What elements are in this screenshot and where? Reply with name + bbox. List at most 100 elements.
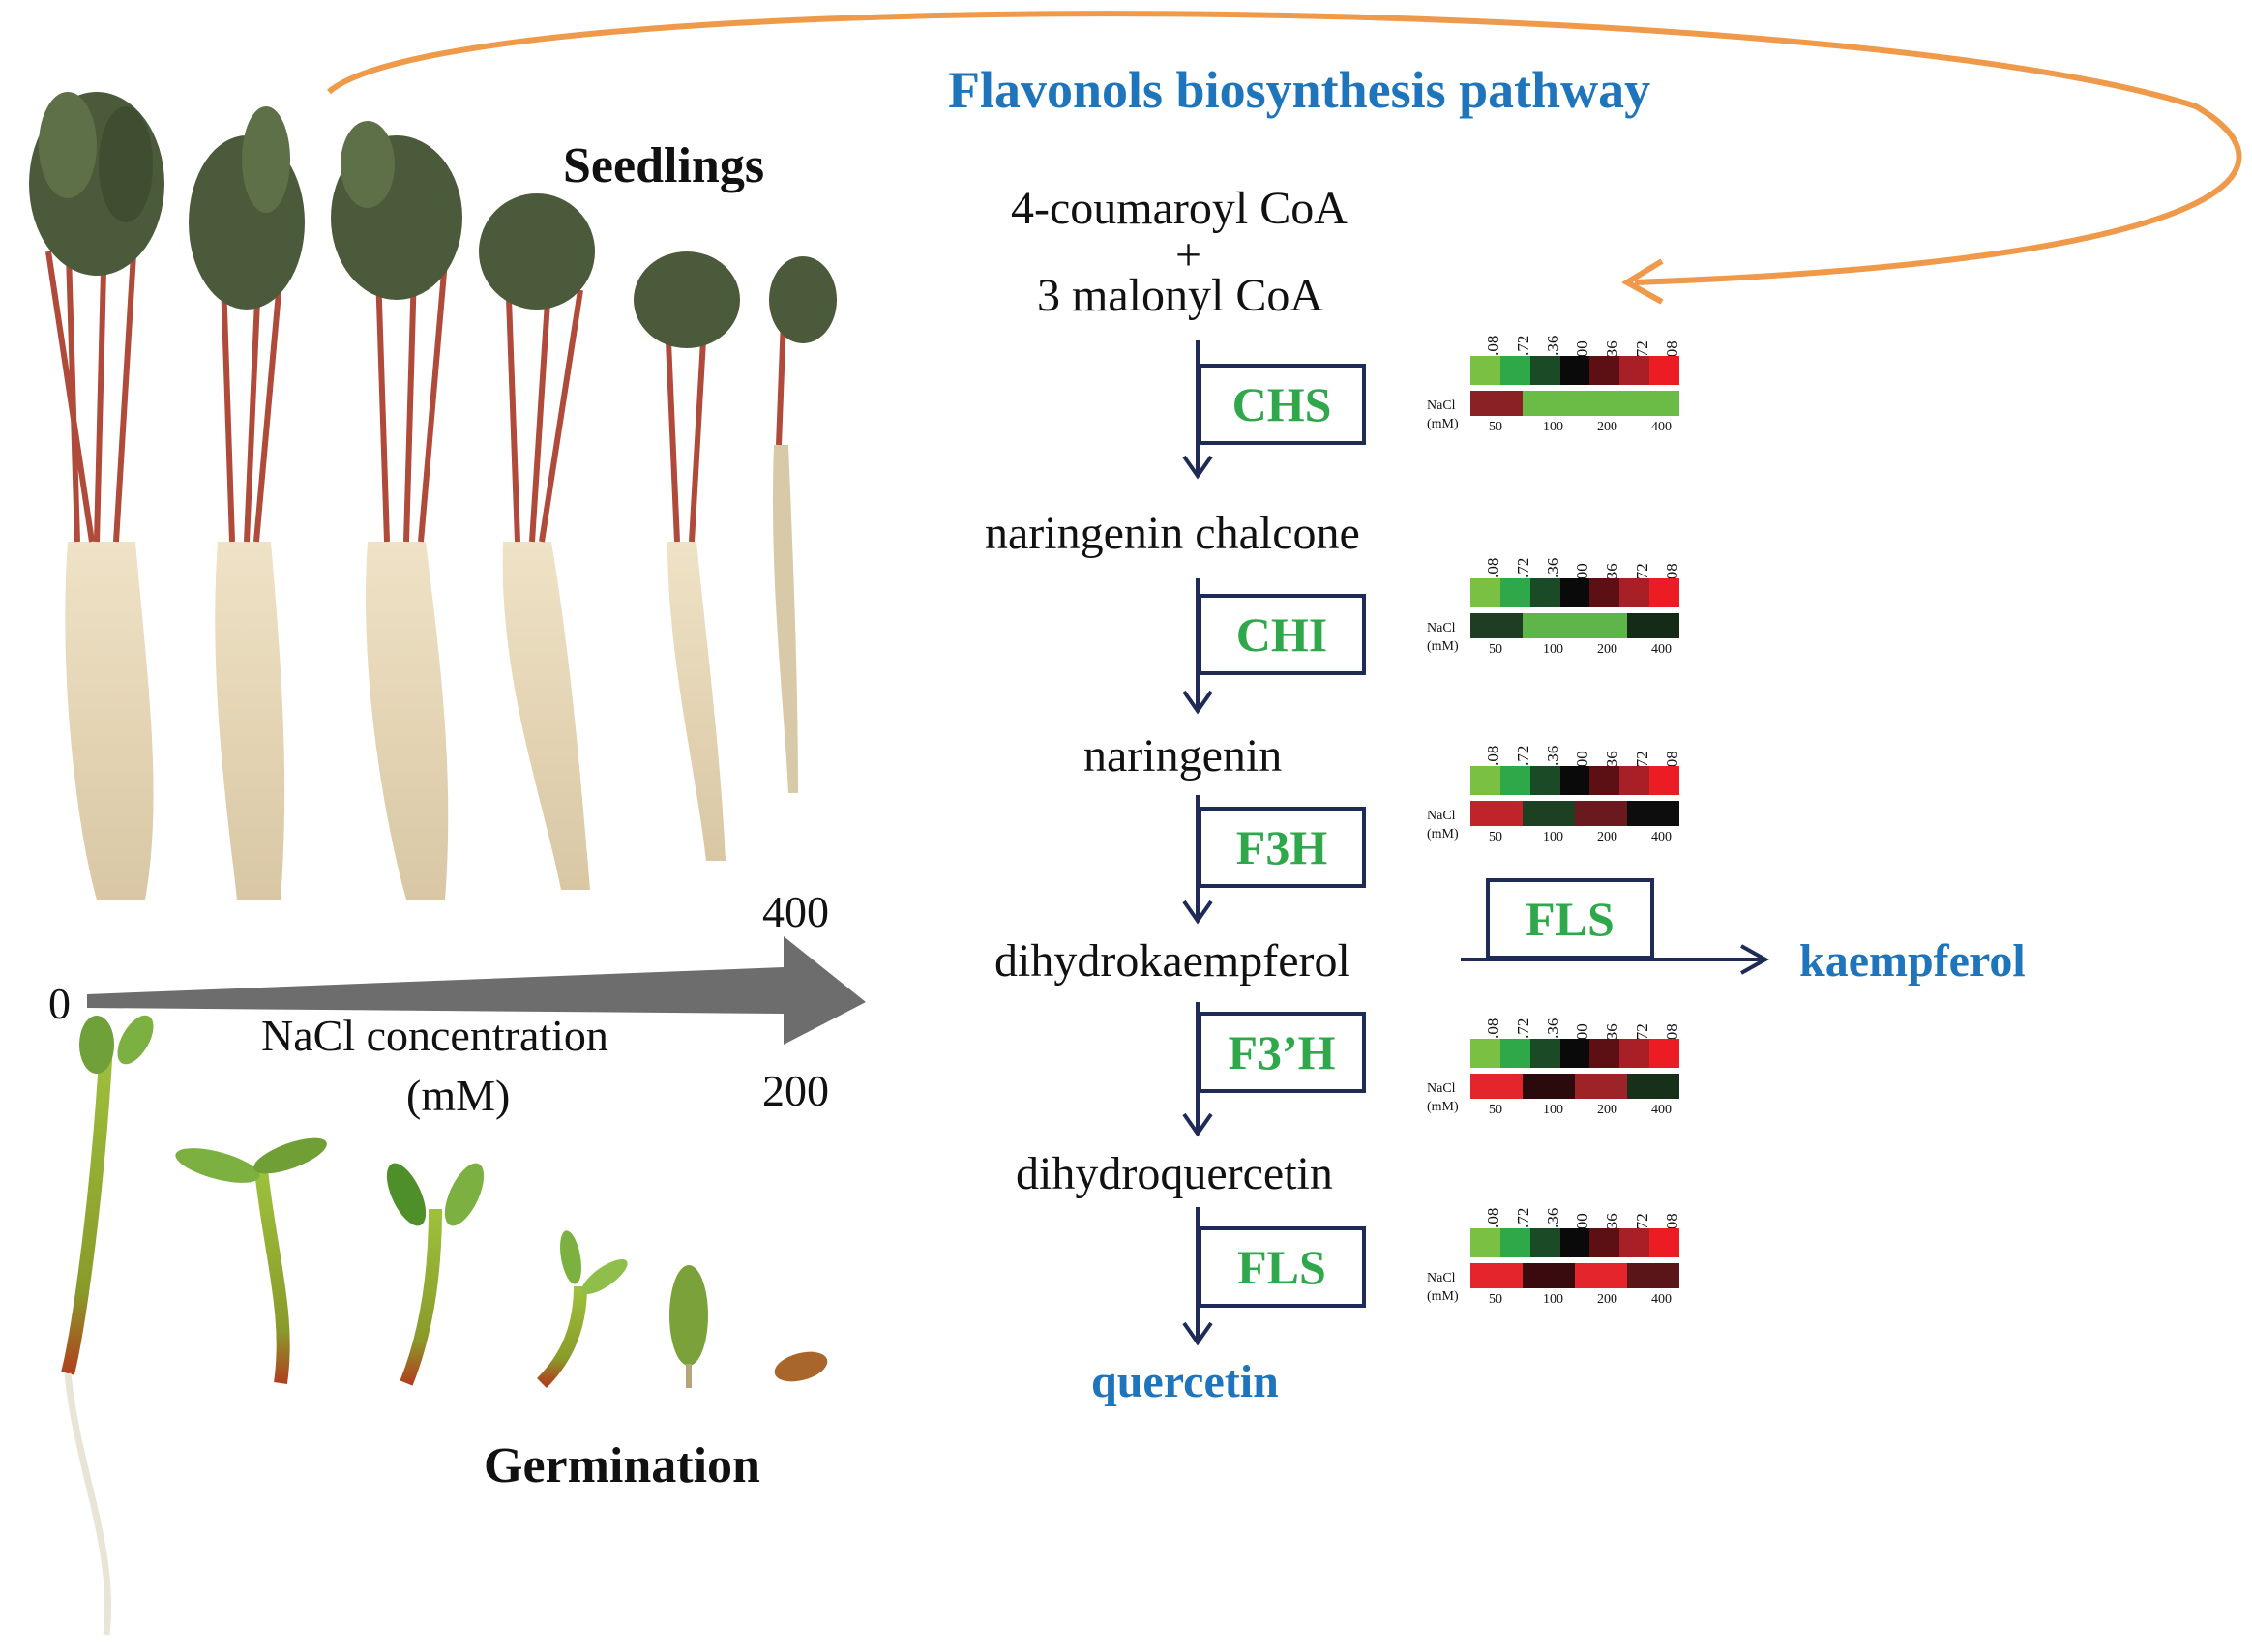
expression-cell xyxy=(1575,391,1627,416)
germinated-seedling-5 xyxy=(669,1265,708,1388)
color-scale-cell xyxy=(1499,766,1530,795)
germinated-seedling-2 xyxy=(175,1137,327,1384)
row-label: (mM) xyxy=(1427,1289,1459,1304)
expression-cell xyxy=(1470,391,1523,416)
color-scale-bar xyxy=(1470,1039,1680,1068)
color-scale-cell xyxy=(1649,1039,1680,1068)
row-label: NaCl xyxy=(1427,398,1456,413)
color-scale-cell xyxy=(1619,356,1650,385)
color-scale-cell xyxy=(1619,766,1650,795)
expression-cell xyxy=(1523,801,1575,826)
concentration-label: 100 xyxy=(1543,1292,1563,1307)
feedback-arrowhead xyxy=(1621,258,1664,305)
concentration-label: 100 xyxy=(1543,420,1563,434)
enzyme-box-f3h: F3H xyxy=(1198,807,1366,888)
expression-cell xyxy=(1627,801,1679,826)
substrate-line2: 3 malonyl CoA xyxy=(1037,270,1323,321)
concentration-label: 50 xyxy=(1489,830,1502,844)
arrow-fls-branch xyxy=(1461,944,1770,975)
concentration-label: 50 xyxy=(1489,642,1502,657)
concentration-label: 200 xyxy=(1597,1292,1617,1307)
ungerminated-seed xyxy=(774,1351,828,1382)
color-scale-bar xyxy=(1470,766,1680,795)
concentration-label: 200 xyxy=(1597,830,1617,844)
intermediate-dihydrokaempferol: dihydrokaempferol xyxy=(994,935,1350,987)
axis-end-top-label: 400 xyxy=(762,887,829,936)
axis-start-label: 0 xyxy=(48,979,71,1028)
concentration-label: 50 xyxy=(1489,1292,1502,1307)
color-scale-cell xyxy=(1470,1039,1500,1068)
color-scale-cell xyxy=(1559,766,1590,795)
heatmap-f3h: -1.08-0.72-0.360.000.360.721.08NaCl(mM)5… xyxy=(1427,722,1707,867)
enzyme-box-chs: CHS xyxy=(1198,364,1366,445)
color-scale-cell xyxy=(1529,1228,1560,1257)
color-scale-cell xyxy=(1589,1039,1620,1068)
seedling-1 xyxy=(29,92,164,900)
color-scale-cell xyxy=(1559,578,1590,607)
expression-row xyxy=(1470,613,1679,638)
intermediate-dihydroquercetin: dihydroquercetin xyxy=(1016,1148,1333,1199)
color-scale-cell xyxy=(1529,356,1560,385)
color-scale-cell xyxy=(1470,766,1500,795)
concentration-label: 200 xyxy=(1597,642,1617,657)
seedling-5 xyxy=(634,251,740,861)
seedling-6 xyxy=(769,256,837,793)
axis-end-bottom-label: 200 xyxy=(762,1066,829,1115)
color-scale-cell xyxy=(1529,1039,1560,1068)
concentration-label: 100 xyxy=(1543,1103,1563,1117)
heatmap-chi: -1.08-0.72-0.360.000.360.721.08NaCl(mM)5… xyxy=(1427,534,1707,679)
color-scale-cell xyxy=(1529,578,1560,607)
expression-row xyxy=(1470,391,1679,416)
expression-cell xyxy=(1575,1263,1627,1288)
axis-label-line1: NaCl concentration xyxy=(261,1011,608,1060)
expression-cell xyxy=(1523,613,1575,638)
enzyme-box-fls-branch: FLS xyxy=(1486,878,1654,959)
color-scale-cell xyxy=(1499,1039,1530,1068)
seedling-4 xyxy=(479,193,595,890)
seedling-3 xyxy=(331,121,462,900)
color-scale-cell xyxy=(1619,578,1650,607)
concentration-label: 200 xyxy=(1597,420,1617,434)
color-scale-cell xyxy=(1589,356,1620,385)
concentration-label: 400 xyxy=(1651,642,1672,657)
enzyme-box-chi: CHI xyxy=(1198,594,1366,675)
concentration-label: 50 xyxy=(1489,1103,1502,1117)
expression-cell xyxy=(1627,1263,1679,1288)
expression-cell xyxy=(1470,1263,1523,1288)
concentration-label: 200 xyxy=(1597,1103,1617,1117)
figure-title: Flavonols biosynthesis pathway xyxy=(948,61,1651,119)
expression-cell xyxy=(1627,1074,1679,1099)
expression-cell xyxy=(1627,391,1679,416)
expression-cell xyxy=(1470,1074,1523,1099)
heatmap-fls: -1.08-0.72-0.360.000.360.721.08NaCl(mM)5… xyxy=(1427,1184,1707,1329)
color-scale-bar xyxy=(1470,578,1680,607)
feedback-loop-arrow xyxy=(327,11,2242,285)
row-label: NaCl xyxy=(1427,621,1456,635)
germination-illustration xyxy=(61,1015,828,1636)
seedlings-label: Seedlings xyxy=(563,138,765,193)
expression-cell xyxy=(1575,1074,1627,1099)
row-label: NaCl xyxy=(1427,1271,1456,1285)
expression-cell xyxy=(1523,1263,1575,1288)
row-label: NaCl xyxy=(1427,1081,1456,1096)
color-scale-cell xyxy=(1559,356,1590,385)
product-quercetin: quercetin xyxy=(1091,1356,1279,1407)
expression-row xyxy=(1470,1074,1679,1099)
axis-label-line2: (mM) xyxy=(406,1071,511,1120)
color-scale-bar xyxy=(1470,356,1680,385)
color-scale-cell xyxy=(1589,578,1620,607)
color-scale-cell xyxy=(1499,356,1530,385)
color-scale-bar xyxy=(1470,1228,1680,1257)
concentration-label: 50 xyxy=(1489,420,1502,434)
germinated-seedling-4 xyxy=(536,1230,628,1388)
color-scale-cell xyxy=(1529,766,1560,795)
expression-cell xyxy=(1627,613,1679,638)
color-scale-cell xyxy=(1499,1228,1530,1257)
intermediate-naringenin-chalcone: naringenin chalcone xyxy=(985,508,1360,559)
color-scale-cell xyxy=(1619,1039,1650,1068)
color-scale-cell xyxy=(1470,578,1500,607)
seedling-2 xyxy=(189,106,305,900)
color-scale-cell xyxy=(1619,1228,1650,1257)
